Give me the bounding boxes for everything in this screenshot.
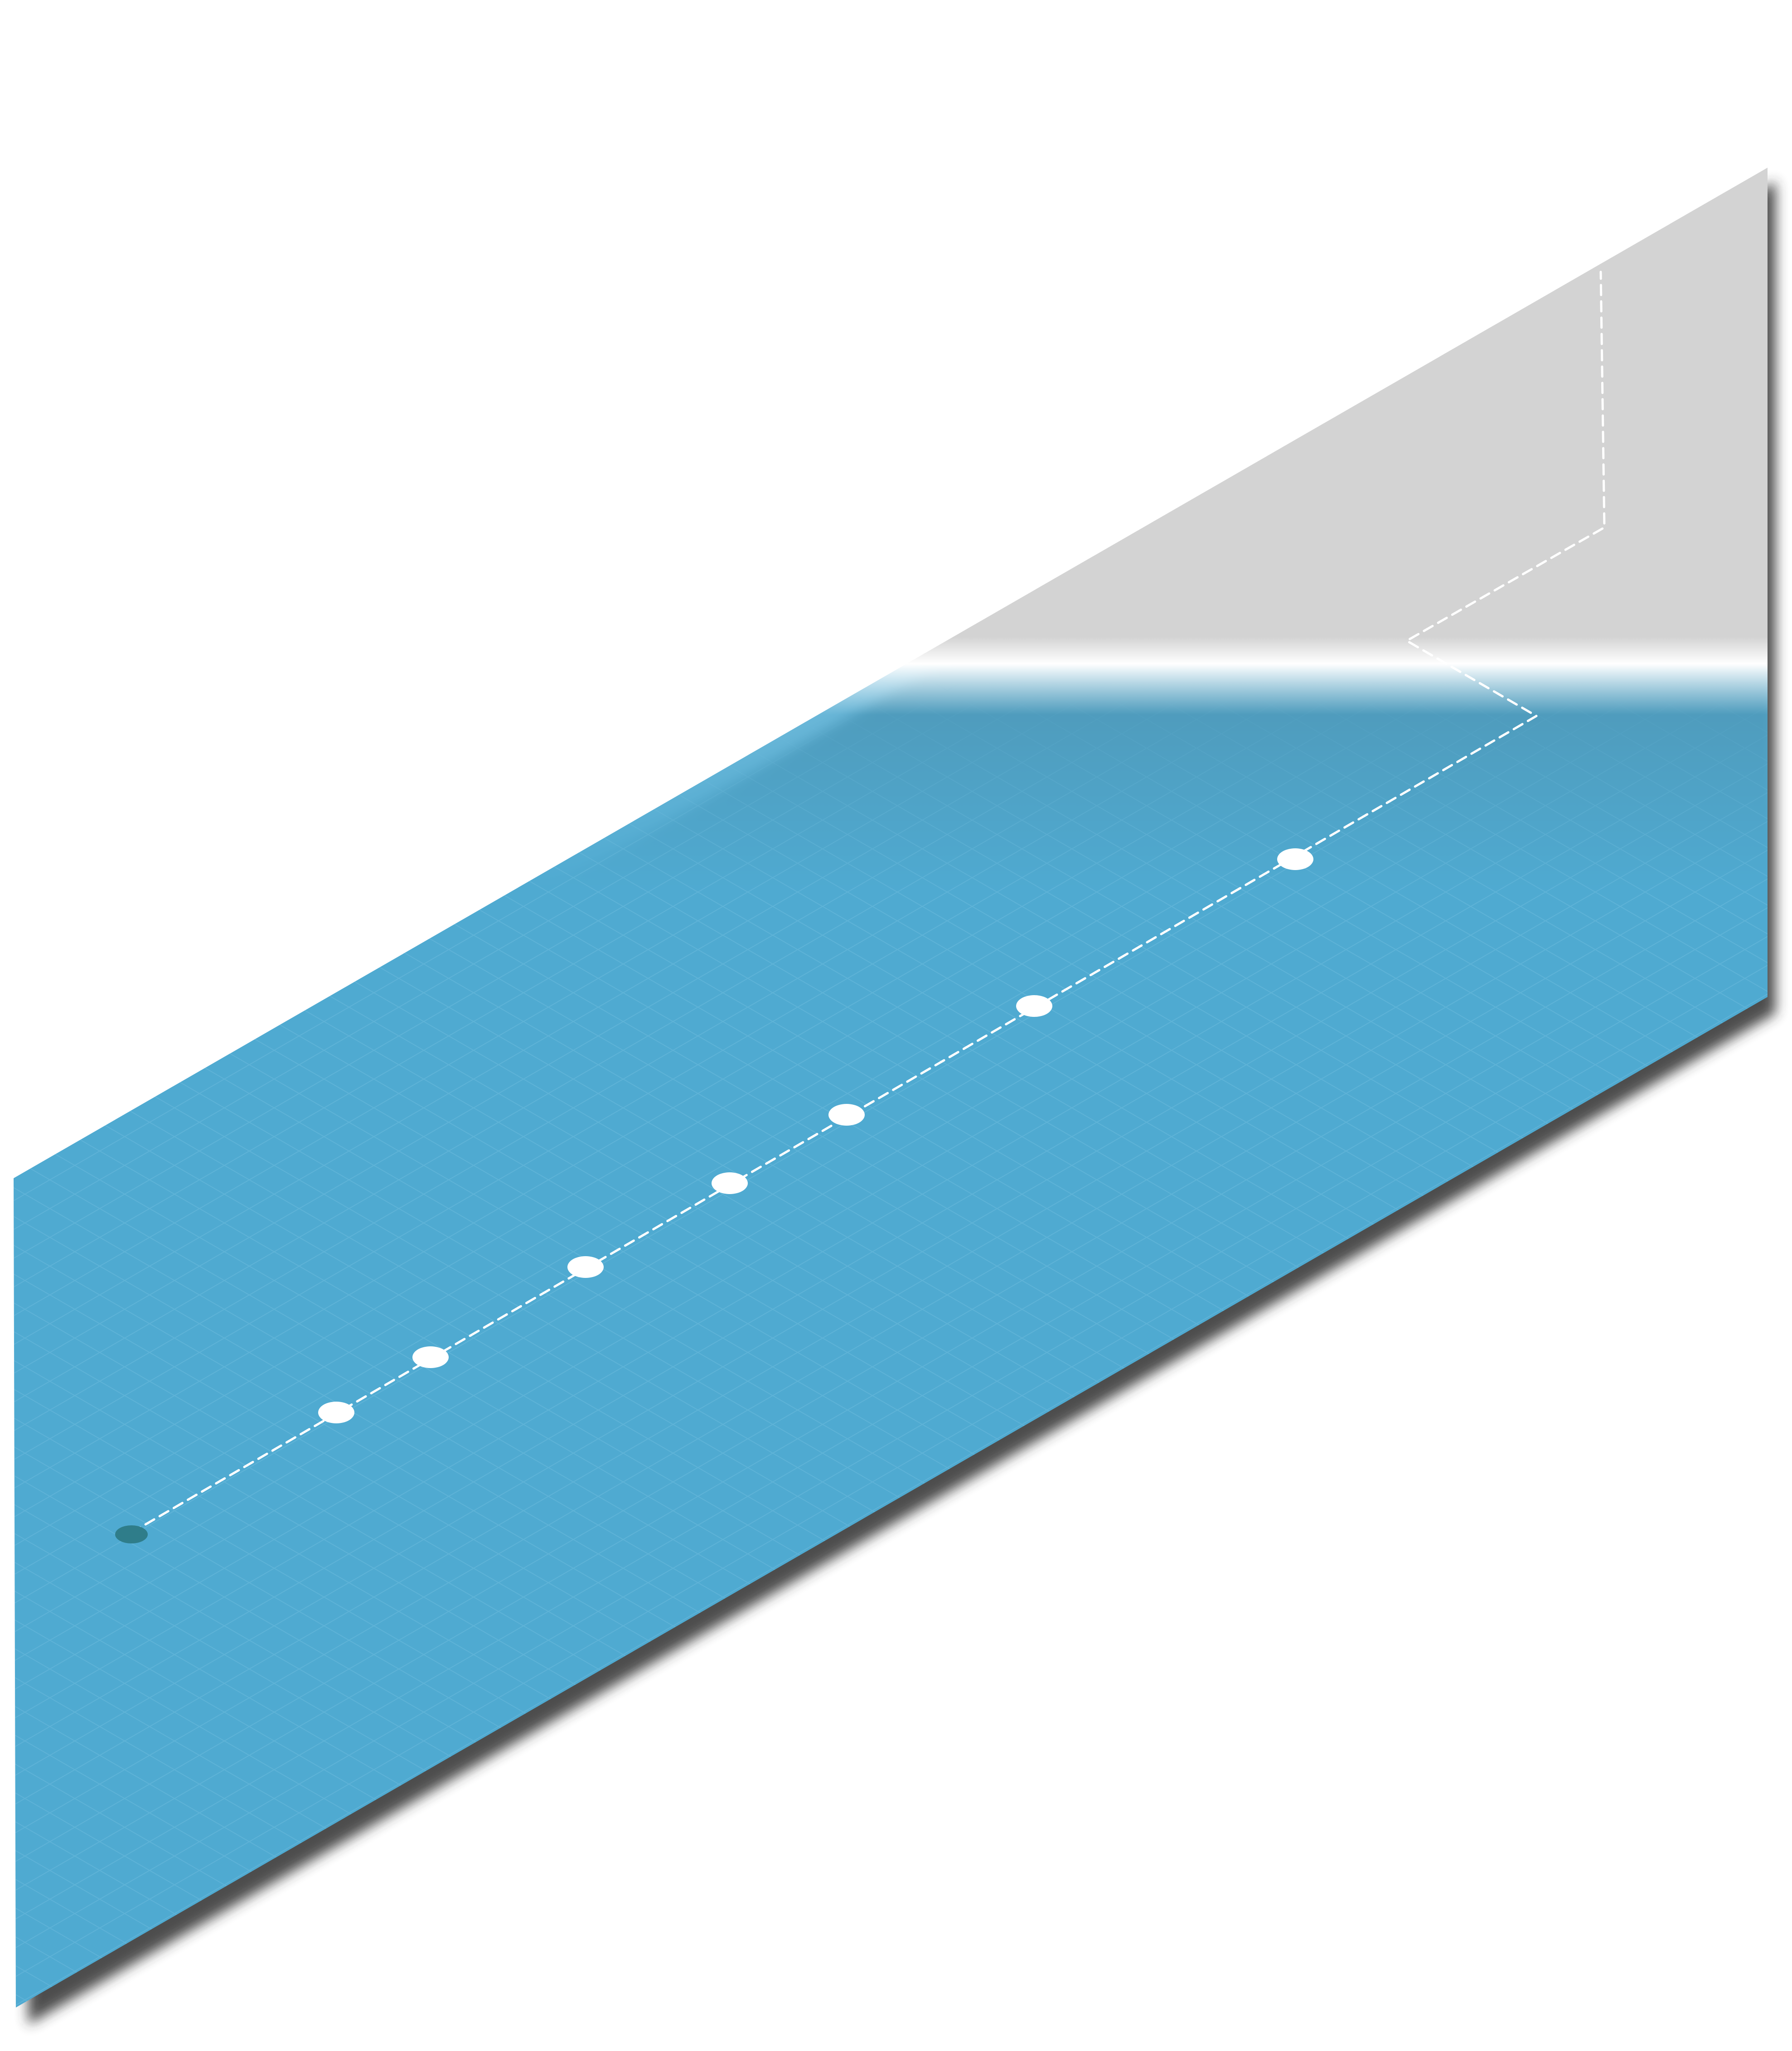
waypoints [318,848,1313,1423]
origin-marker [115,1525,148,1543]
waypoint-4 [712,1172,748,1194]
dashed-route [130,271,1606,1534]
waypoint-5 [828,1104,865,1126]
waypoint-1 [318,1402,354,1423]
waypoint-7 [1277,848,1313,870]
waypoint-3 [567,1256,604,1278]
waypoint-6 [1016,995,1052,1017]
waypoint-2 [412,1346,449,1368]
